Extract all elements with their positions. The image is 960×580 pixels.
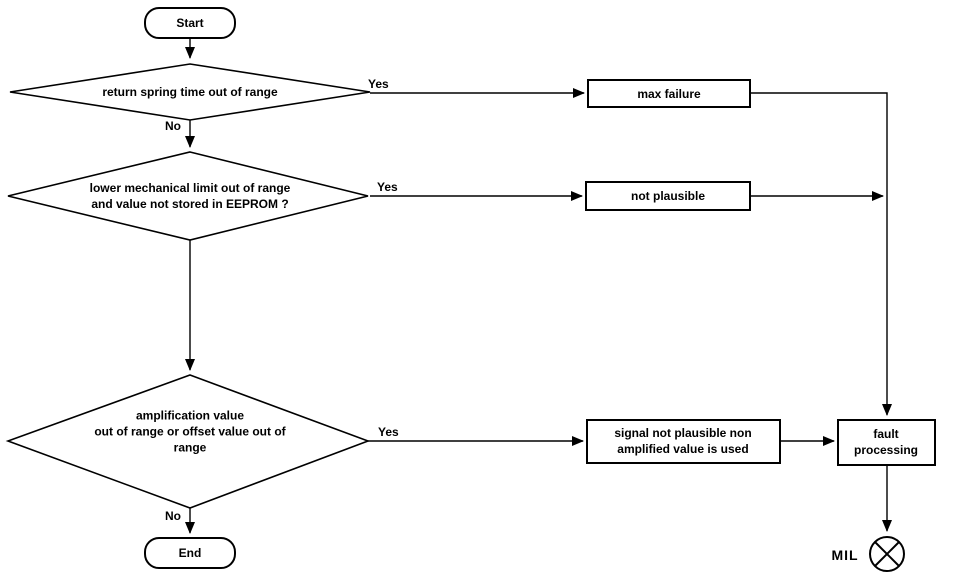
mil-lamp-icon xyxy=(869,536,905,572)
decision1-diamond-shape xyxy=(9,63,371,121)
not-plausible-box-shape xyxy=(585,181,751,211)
max-failure-box-shape xyxy=(587,79,751,108)
decision3-diamond-shape xyxy=(5,374,371,509)
end-terminator-shape xyxy=(144,537,236,569)
edge-maxfailure-to-faultprocessing xyxy=(750,92,892,416)
signal-not-plausible-box-shape xyxy=(586,419,781,464)
fault-processing-box-shape xyxy=(837,419,936,466)
decision2-diamond-shape xyxy=(7,151,369,241)
start-terminator-shape xyxy=(144,7,236,39)
